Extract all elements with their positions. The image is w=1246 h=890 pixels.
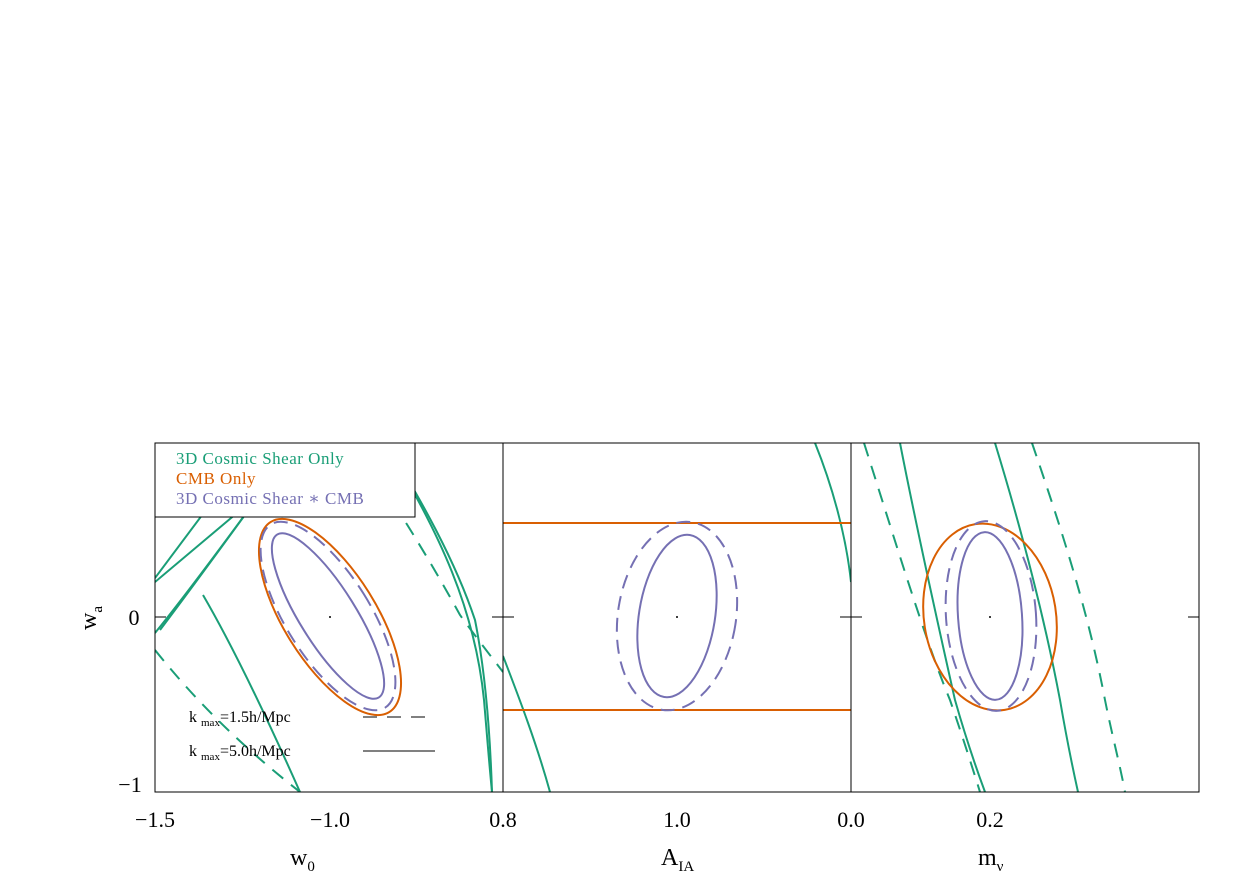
panel3-frame (850, 442, 1200, 793)
x-axis-label-aia: AIA (661, 845, 694, 875)
x-tick-label-p1-0: −1.5 (135, 807, 175, 832)
y-tick-label-minus1: −1 (118, 772, 141, 797)
shear-only-solid-band-r2 (202, 594, 301, 792)
shear-only-solid-p2-left (503, 655, 551, 792)
shear-only-solid-band-r1 (385, 443, 493, 792)
shear-only-dashed-p3-left (863, 443, 981, 792)
shear-only-dashed-p3-right (1031, 443, 1126, 792)
shear-only-solid-p2-right (814, 443, 851, 583)
panel-aia (502, 442, 852, 793)
combined-dashed-ellipse-p2 (615, 520, 739, 712)
x-tick-label-p2-0: 0.8 (489, 807, 517, 832)
combined-solid-ellipse-p1 (270, 532, 386, 700)
tick-labels: 0 −1 −1.5 −1.0 0.8 1.0 0.0 0.2 (118, 605, 1003, 832)
x-tick-label-p2-1: 1.0 (663, 807, 691, 832)
x-tick-label-p3-1: 0.2 (976, 807, 1004, 832)
fiducial-point-p1 (329, 616, 331, 618)
x-axis-label-w0: w0 (290, 845, 315, 875)
legend-item-combined: 3D Cosmic Shear ∗ CMB (176, 489, 364, 508)
fiducial-point-p2 (676, 616, 678, 618)
legend: 3D Cosmic Shear Only CMB Only 3D Cosmic … (154, 442, 416, 518)
shear-only-solid-lower-true-final (155, 600, 300, 792)
y-tick-label-0: 0 (129, 605, 140, 630)
combined-dashed-ellipse-p3 (944, 520, 1038, 712)
legend-box (154, 442, 416, 518)
panel-w0-wa: 3D Cosmic Shear Only CMB Only 3D Cosmic … (154, 442, 504, 793)
x-axis-label-mnu: mν (978, 845, 1004, 875)
y-axis-label-wa: wa (76, 606, 106, 630)
shear-only-solid-line-p1d (175, 617, 300, 792)
shear-only-dashed-left (155, 649, 301, 792)
shear-only-solid-right-true (384, 443, 493, 792)
cmb-only-ellipse-p1 (257, 517, 403, 717)
legend-item-shear-only: 3D Cosmic Shear Only (176, 449, 344, 468)
panel-mnu (850, 442, 1200, 793)
fiducial-point-p3 (989, 616, 991, 618)
shear-only-solid-p3-left (899, 443, 986, 792)
x-tick-label-p3-0: 0.0 (837, 807, 865, 832)
combined-dashed-ellipse-p1 (259, 520, 397, 712)
combined-solid-ellipse-p3 (956, 531, 1024, 701)
combined-solid-ellipse-p2 (636, 533, 718, 699)
legend-item-cmb-only: CMB Only (176, 469, 256, 488)
axis-labels: w0 AIA mν wa (76, 606, 1004, 875)
x-tick-label-p1-1: −1.0 (310, 807, 350, 832)
